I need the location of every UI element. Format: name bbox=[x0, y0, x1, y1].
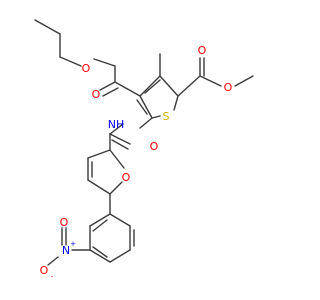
bond bbox=[87, 179, 111, 195]
bond bbox=[234, 75, 254, 87]
bond bbox=[139, 75, 161, 97]
furan-oxygen: O bbox=[122, 171, 131, 184]
oxygen-atom: O bbox=[198, 44, 207, 57]
bond bbox=[151, 115, 161, 119]
ethyl-ester-group bbox=[34, 19, 141, 97]
oxygen-atom: O bbox=[40, 264, 49, 277]
bond bbox=[136, 99, 148, 115]
oxygen-atom: O bbox=[150, 140, 159, 153]
bond bbox=[89, 249, 111, 263]
bond bbox=[87, 149, 111, 159]
bond bbox=[111, 139, 129, 150]
bond bbox=[47, 256, 59, 266]
bond bbox=[34, 19, 61, 35]
nitro-oxygen-charge: - bbox=[51, 273, 54, 281]
bond bbox=[109, 123, 124, 135]
thiophene-ring bbox=[136, 53, 179, 119]
bond bbox=[139, 95, 153, 119]
molecule-diagram: O O O O S NH O O N + O O - bbox=[34, 19, 254, 281]
bond bbox=[199, 75, 222, 87]
bond bbox=[109, 181, 123, 195]
bond bbox=[92, 219, 108, 232]
oxygen-atom: O bbox=[92, 88, 101, 101]
nitro-nitrogen-charge: + bbox=[70, 240, 76, 248]
amide-nh: NH bbox=[108, 118, 125, 131]
bond bbox=[109, 133, 131, 145]
bond bbox=[102, 87, 119, 97]
nitro-nitrogen: N bbox=[62, 244, 70, 257]
bond bbox=[109, 213, 131, 227]
sulfur-atom: S bbox=[163, 110, 170, 123]
bond bbox=[144, 79, 161, 94]
bond bbox=[59, 56, 82, 67]
phenyl-ring bbox=[89, 193, 135, 263]
amide-group bbox=[109, 117, 153, 151]
bond bbox=[93, 58, 116, 67]
bond bbox=[99, 81, 116, 91]
bond bbox=[89, 213, 111, 227]
oxygen-atom: O bbox=[60, 216, 69, 229]
bond bbox=[173, 95, 179, 111]
nitro-group bbox=[47, 227, 91, 266]
bond bbox=[177, 75, 201, 97]
furan-ring bbox=[87, 149, 125, 195]
bond bbox=[139, 117, 153, 129]
bond bbox=[109, 149, 125, 169]
bond bbox=[109, 249, 131, 263]
bond bbox=[92, 246, 108, 258]
methyl-ester-group bbox=[177, 57, 254, 97]
oxygen-atom: O bbox=[224, 81, 233, 94]
oxygen-atom: O bbox=[82, 62, 91, 75]
bond bbox=[159, 75, 179, 97]
molecule-structure: O O O O S NH O O N + O O - bbox=[34, 19, 254, 281]
bond bbox=[114, 81, 141, 97]
